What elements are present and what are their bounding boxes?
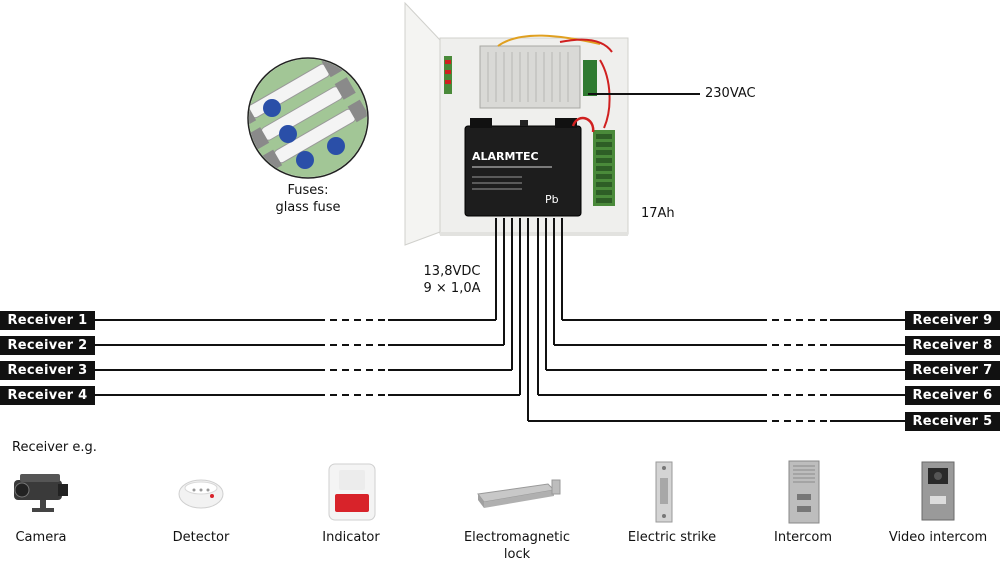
receiver-6-label: Receiver 6 [905, 386, 1000, 405]
receiver-3-label: Receiver 3 [0, 361, 95, 380]
receiver-example-label: Receiver e.g. [12, 440, 97, 455]
output-voltage-label: 13,8VDC [423, 264, 481, 279]
battery: ALARMTEC Pb [464, 118, 582, 217]
battery-pb-symbol: Pb [545, 193, 559, 206]
device-caption-indicator: Indicator [322, 530, 380, 545]
device-caption-video-intercom: Video intercom [888, 530, 988, 545]
receiver-1-label: Receiver 1 [0, 311, 95, 330]
fuse-board-small [444, 56, 452, 94]
transformer-module [479, 34, 613, 109]
indicator-icon [328, 463, 376, 521]
camera-icon [14, 474, 68, 512]
receiver-9-label: Receiver 9 [905, 311, 1000, 330]
receiver-5-label: Receiver 5 [905, 412, 1000, 431]
battery-brand: ALARMTEC [472, 150, 539, 163]
mains-label: 230VAC [705, 86, 756, 101]
device-caption-electromagnetic-lock: Electromagnetic lock [463, 530, 571, 562]
receiver-8-label: Receiver 8 [905, 336, 1000, 355]
intercom-icon [788, 460, 820, 524]
fuses-type-label: glass fuse [275, 200, 341, 215]
device-caption-intercom: Intercom [774, 530, 832, 545]
detector-icon [178, 479, 224, 509]
output-terminal-board [571, 59, 615, 206]
fuses-label: Fuses: [287, 183, 329, 198]
device-caption-camera: Camera [15, 530, 67, 545]
receiver-7-label: Receiver 7 [905, 361, 1000, 380]
electromagnetic-lock-icon [477, 479, 561, 508]
receiver-wires [95, 218, 905, 422]
device-caption-electric-strike: Electric strike [627, 530, 717, 545]
electric-strike-icon [655, 461, 673, 523]
device-caption-detector: Detector [172, 530, 230, 545]
receiver-4-label: Receiver 4 [0, 386, 95, 405]
video-intercom-icon [921, 461, 955, 521]
output-current-label: 9 × 1,0A [423, 281, 481, 296]
receiver-2-label: Receiver 2 [0, 336, 95, 355]
battery-capacity-label: 17Ah [641, 206, 675, 221]
